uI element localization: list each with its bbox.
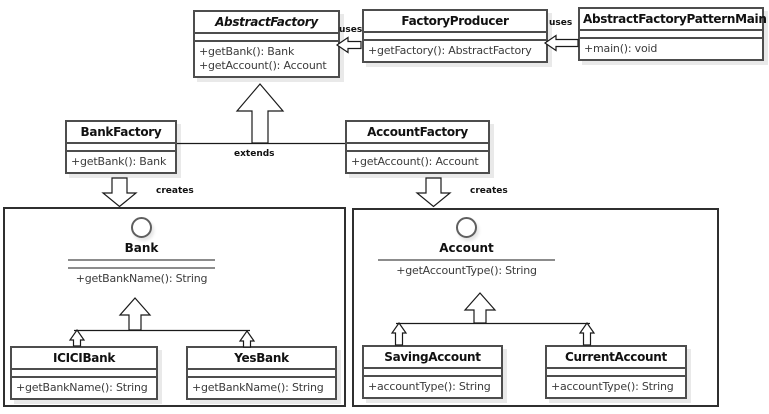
class-method: +getBankName(): String xyxy=(16,381,148,394)
class-methods-compartment: +getBank(): Bank xyxy=(67,152,175,172)
interface-lollipop-icon xyxy=(456,217,477,238)
class-abstract-factory: AbstractFactory +getBank(): Bank +getAcc… xyxy=(193,10,340,78)
class-methods-compartment: +getFactory(): AbstractFactory xyxy=(364,41,546,61)
class-bank-factory: BankFactory +getBank(): Bank xyxy=(65,120,177,174)
class-attrs-compartment xyxy=(188,370,335,378)
interface-account: Account +getAccountType(): String xyxy=(378,217,555,277)
class-icici-bank: ICICIBank +getBankName(): String xyxy=(10,346,158,400)
class-current-account: CurrentAccount +accountType(): String xyxy=(545,345,687,399)
label-creates-account: creates xyxy=(470,186,508,196)
class-method: +getBank(): Bank xyxy=(199,45,295,58)
class-method: +accountType(): String xyxy=(551,380,674,393)
class-methods-compartment: +main(): void xyxy=(580,39,762,59)
class-methods-compartment: +accountType(): String xyxy=(364,377,501,397)
class-method: +accountType(): String xyxy=(368,380,491,393)
class-method: +getAccount(): Account xyxy=(351,155,479,168)
interface-name: Bank xyxy=(124,241,159,255)
class-yes-bank: YesBank +getBankName(): String xyxy=(186,346,337,400)
class-method: +main(): void xyxy=(584,42,658,55)
class-abstract-factory-pattern-main: AbstractFactoryPatternMain +main(): void xyxy=(578,7,767,61)
interface-divider xyxy=(68,259,215,261)
class-attrs-compartment xyxy=(580,31,762,39)
class-methods-compartment: +getBankName(): String xyxy=(12,378,156,398)
class-account-factory: AccountFactory +getAccount(): Account xyxy=(345,120,490,174)
creates-arrow-bank xyxy=(101,177,138,208)
label-creates-bank: creates xyxy=(156,186,194,196)
class-methods-compartment: +getBankName(): String xyxy=(188,378,335,398)
package-bank-group xyxy=(3,207,346,407)
class-title: AccountFactory xyxy=(347,122,488,144)
class-title: YesBank xyxy=(188,348,335,370)
class-saving-account: SavingAccount +accountType(): String xyxy=(362,345,503,399)
class-method: +getBankName(): String xyxy=(192,381,324,394)
class-title: SavingAccount xyxy=(364,347,501,369)
interface-divider xyxy=(68,267,215,269)
label-extends: extends xyxy=(234,149,275,159)
class-attrs-compartment xyxy=(547,369,685,377)
package-account-group xyxy=(352,208,719,407)
interface-name: Account xyxy=(439,241,494,255)
extends-arrow xyxy=(235,83,285,144)
interface-lollipop-icon xyxy=(131,217,152,238)
label-uses-left: uses xyxy=(339,25,363,35)
class-title: AbstractFactoryPatternMain xyxy=(580,9,767,31)
class-title: ICICIBank xyxy=(12,348,156,370)
interface-method: +getBankName(): String xyxy=(75,272,208,285)
class-attrs-compartment xyxy=(67,144,175,152)
class-attrs-compartment xyxy=(12,370,156,378)
interface-divider xyxy=(378,259,555,261)
class-title: AbstractFactory xyxy=(195,12,338,34)
class-methods-compartment: +getAccount(): Account xyxy=(347,152,488,172)
class-factory-producer: FactoryProducer +getFactory(): AbstractF… xyxy=(362,9,548,63)
class-method: +getAccount(): Account xyxy=(199,59,327,72)
interface-method: +getAccountType(): String xyxy=(396,264,537,277)
class-title: CurrentAccount xyxy=(547,347,685,369)
class-attrs-compartment xyxy=(195,34,338,42)
class-methods-compartment: +accountType(): String xyxy=(547,377,685,397)
class-attrs-compartment xyxy=(364,369,501,377)
class-title: BankFactory xyxy=(67,122,175,144)
label-uses-right: uses xyxy=(549,18,573,28)
uses-arrow-main-to-producer xyxy=(543,34,579,52)
creates-arrow-account xyxy=(415,177,452,208)
class-title: FactoryProducer xyxy=(364,11,546,33)
class-methods-compartment: +getBank(): Bank +getAccount(): Account xyxy=(195,42,338,76)
class-attrs-compartment xyxy=(347,144,488,152)
class-method: +getBank(): Bank xyxy=(71,155,167,168)
class-attrs-compartment xyxy=(364,33,546,41)
interface-bank: Bank +getBankName(): String xyxy=(68,217,215,285)
class-method: +getFactory(): AbstractFactory xyxy=(368,44,532,57)
uses-arrow-producer-to-abstract xyxy=(335,36,362,54)
